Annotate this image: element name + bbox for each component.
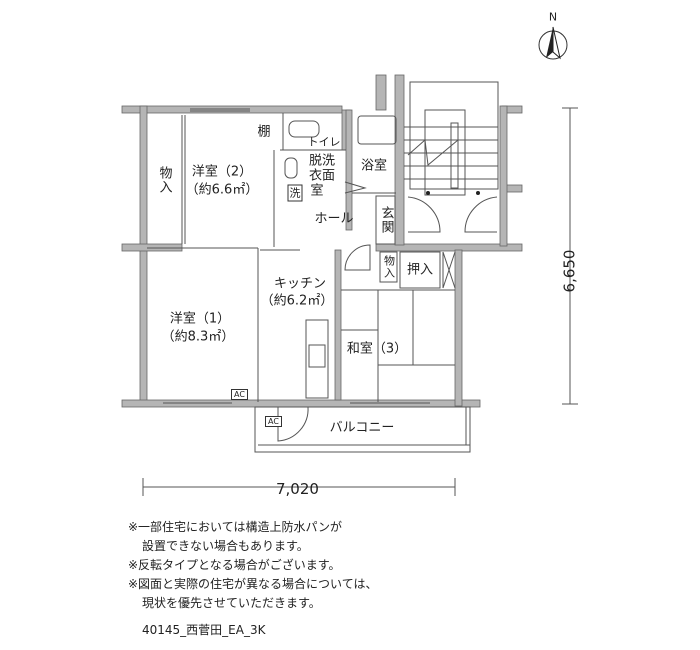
north-label: N	[548, 10, 558, 24]
room-entrance: 玄関	[378, 206, 394, 234]
room-western1-area: （約8.3㎡）	[161, 329, 235, 345]
washer-label: 洗	[287, 184, 303, 202]
shelf-label: 棚	[257, 124, 271, 140]
wall-left	[139, 105, 148, 407]
dimension-width: 7,020	[276, 480, 319, 498]
room-western2-name: 洋室（2）	[191, 164, 253, 180]
room-washroom-1: 脱洗	[308, 153, 336, 169]
note-line: ※一部住宅においては構造上防水パンが	[128, 520, 343, 534]
room-storage-small: 物入	[382, 255, 396, 279]
room-western1-name: 洋室（1）	[169, 311, 231, 327]
notes: ※一部住宅においては構造上防水パンが 設置できない場合もあります。 ※反転タイプ…	[128, 518, 377, 613]
room-japanese3: 和室（3）	[346, 341, 408, 357]
room-washroom-3: 室	[310, 183, 324, 199]
room-western2-area: （約6.6㎡）	[185, 182, 259, 198]
note-line: 設置できない場合もあります。	[142, 539, 309, 553]
room-storage-left: 物入	[156, 166, 172, 194]
north-arrow-icon	[538, 26, 568, 60]
room-hall: ホール	[314, 211, 354, 227]
room-closet: 押入	[406, 262, 434, 278]
room-toilet: トイレ	[307, 135, 341, 149]
note-line: ※反転タイプとなる場合がございます。	[128, 558, 341, 572]
room-kitchen-name: キッチン	[273, 276, 327, 292]
plan-code: 40145_西菅田_EA_3K	[142, 623, 266, 637]
room-kitchen-area: （約6.2㎡）	[260, 293, 334, 309]
ac-unit-label: AC	[231, 389, 248, 400]
room-bath: 浴室	[360, 158, 388, 174]
note-line: ※図面と実際の住宅が異なる場合については、	[128, 577, 378, 591]
ac-outdoor-label: AC	[265, 416, 282, 427]
dimension-height: 6,650	[560, 249, 579, 293]
note-line: 現状を優先させていただきます。	[142, 596, 321, 610]
room-washroom-2: 衣面	[308, 168, 336, 184]
balcony-label: バルコニー	[329, 420, 395, 436]
